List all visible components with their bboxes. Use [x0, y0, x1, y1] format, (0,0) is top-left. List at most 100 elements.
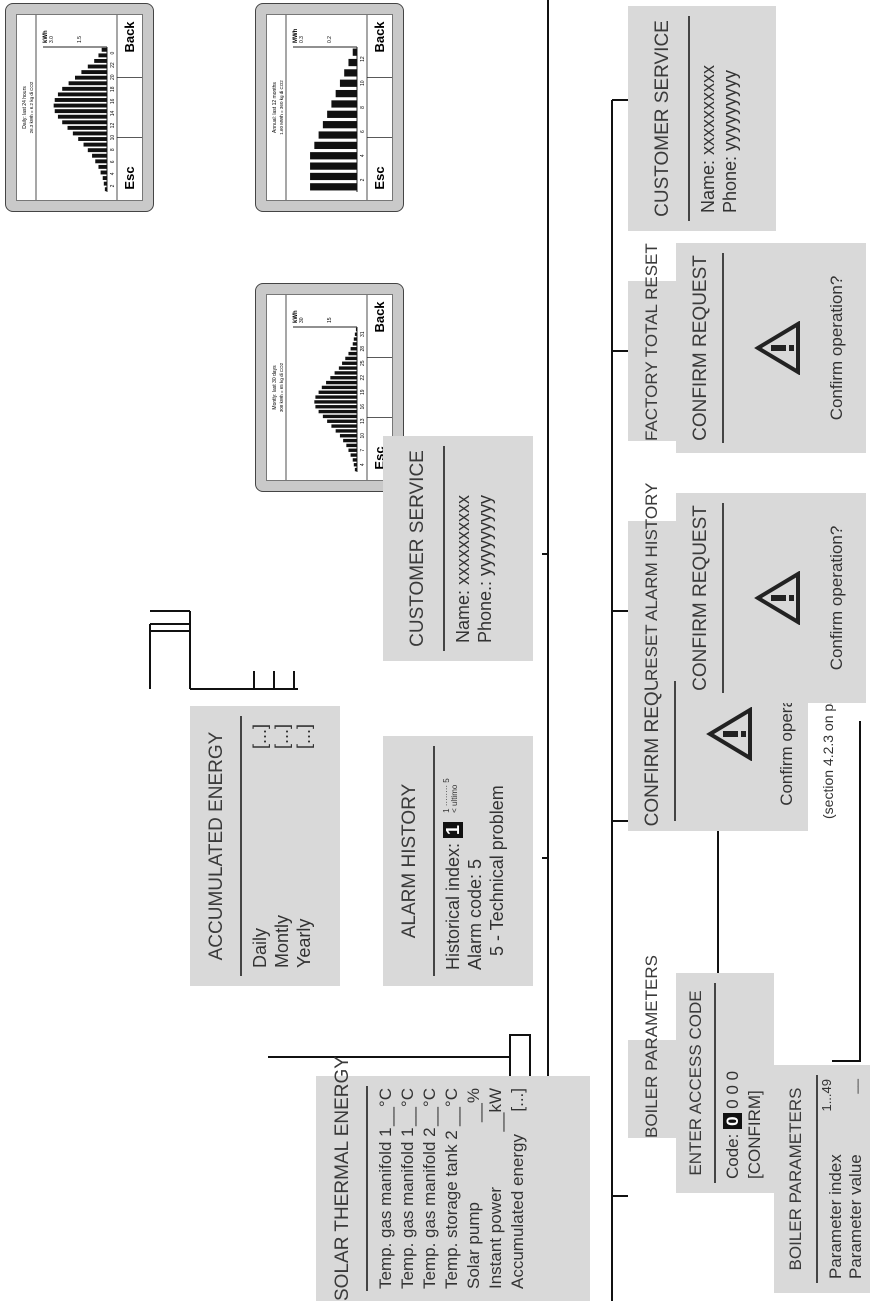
boiler-parameters-title: BOILER PARAMETERS — [786, 1087, 805, 1271]
parameter-value-field[interactable]: __ — [844, 1079, 859, 1094]
chart-bar — [315, 405, 357, 409]
solar-row-label: Temp. gas manifold 1 — [376, 1127, 395, 1289]
chart-bar — [314, 400, 357, 404]
chart-bar — [322, 121, 357, 129]
chart-bar — [78, 137, 107, 141]
chart-bar — [318, 409, 357, 414]
solar-row-label: Accumulated energy — [508, 1134, 527, 1289]
chart-bar — [62, 86, 107, 91]
reset-alarm-tab[interactable]: RESET ALARM HISTORY — [628, 483, 676, 681]
x-tick-label: 18 — [110, 86, 116, 92]
x-tick-label: 4 — [360, 463, 366, 466]
historical-index-value[interactable]: 1 — [443, 821, 463, 838]
parameter-value-label: Parameter value — [846, 1154, 865, 1279]
x-tick-label: 20 — [110, 74, 116, 80]
solar-row-value: __% — [464, 1088, 483, 1123]
chart-bar — [348, 58, 357, 67]
accumulated-row-value[interactable]: [...] — [272, 724, 292, 750]
factory-reset-text: Confirm operation? — [827, 275, 846, 421]
solar-row-label: Solar pump — [464, 1202, 483, 1289]
chart-bar — [344, 69, 357, 77]
x-tick-label: 12 — [360, 56, 366, 62]
back-button: Back — [372, 301, 387, 333]
chart-bar — [310, 172, 357, 181]
chart-bar — [81, 70, 108, 75]
chart-bar — [94, 58, 107, 63]
chart-bar — [314, 141, 357, 150]
chart-bar — [68, 81, 107, 86]
y-mid-tick: 0.2 — [327, 36, 333, 43]
factory-reset-tab[interactable]: FACTORY TOTAL RESET — [628, 243, 676, 441]
solar-row-value: __°C — [398, 1088, 417, 1126]
access-code-box: ENTER ACCESS CODE Code: 0 0 0 0 [CONFIRM… — [676, 973, 774, 1193]
chart-bar — [100, 170, 107, 175]
x-tick-label: 0 — [110, 51, 116, 54]
solar-row-label: Temp. gas manifold 2 — [420, 1127, 439, 1289]
alarm-code: Alarm code: 5 — [465, 858, 485, 970]
chart-bar — [83, 142, 107, 147]
customer-service-title-2: CUSTOMER SERVICE — [652, 20, 673, 217]
solar-thermal-box: SOLAR THERMAL ENERGY Temp. gas manifold … — [316, 1056, 590, 1301]
chart-subtitle: 26.3 kWh = 6.2 kg di CO2 — [29, 81, 34, 133]
chart-bar — [348, 351, 357, 356]
chart-bar — [62, 120, 107, 125]
x-tick-label: 25 — [360, 360, 366, 366]
chart-bar — [54, 98, 107, 102]
chart-subtitle: 1.60 MWh = 360 kg di CO2 — [279, 80, 284, 135]
x-tick-label: 22 — [360, 375, 366, 381]
chart-bar — [315, 395, 357, 399]
solar-row-label: Instant power — [486, 1186, 505, 1289]
chart-title: Annual: last 12 months — [272, 82, 278, 133]
access-code-title: ENTER ACCESS CODE — [686, 990, 705, 1176]
chart-bar — [102, 176, 107, 181]
code-digits[interactable]: 0 0 0 — [723, 1070, 742, 1109]
esc-button: Esc — [372, 166, 387, 189]
alarm-history-box: ALARM HISTORY Historical index: 1 1 ····… — [383, 736, 533, 986]
chart-bar — [95, 159, 108, 164]
factory-reset-confirm-box: CONFIRM REQUEST Confirm operation? — [676, 243, 866, 453]
chart-bar — [350, 453, 357, 457]
chart-bar — [348, 448, 357, 452]
chart-bar — [318, 131, 357, 139]
accumulated-energy-box: ACCUMULATED ENERGY Daily[...]Montly[...]… — [190, 706, 340, 986]
boiler-parameters-tab[interactable]: BOILER PARAMETERS — [628, 955, 676, 1138]
chart-bar — [310, 152, 357, 160]
accumulated-row-value[interactable]: [...] — [250, 724, 270, 750]
x-tick-label: 4 — [110, 172, 116, 175]
chart-bar — [104, 187, 108, 192]
chart-bar — [53, 103, 107, 108]
chart-subtitle: 308 kWh = 65 kg di CO2 — [279, 362, 284, 412]
chart-bar — [354, 332, 358, 336]
back-button: Back — [122, 21, 137, 53]
reset-alarm-confirm-box: CONFIRM REQUEST Confirm operation? — [676, 493, 866, 703]
customer-phone-1: Phone.: yyyyyyyyy — [475, 494, 495, 643]
chart-bar — [57, 114, 107, 119]
x-tick-label: 28 — [360, 346, 366, 352]
customer-name-2: Name: xxxxxxxxxx — [698, 64, 718, 213]
chart-bar — [101, 47, 107, 52]
alarm-title: ALARM HISTORY — [399, 783, 420, 939]
x-tick-label: 6 — [360, 130, 366, 133]
customer-service-title-1: CUSTOMER SERVICE — [407, 450, 428, 647]
accumulated-row-value[interactable]: [...] — [294, 724, 314, 750]
confirm-code-button[interactable]: [CONFIRM] — [745, 1090, 764, 1179]
solar-row-label: Temp. storage tank 2 — [442, 1130, 461, 1289]
solar-row-value[interactable]: [...] — [508, 1088, 527, 1112]
chart-bar — [327, 110, 358, 118]
chart-bar — [335, 429, 357, 433]
y-unit-label: MWh — [293, 28, 299, 43]
x-tick-label: 8 — [360, 106, 366, 109]
solar-row-label: Temp. gas manifold 1 — [398, 1127, 417, 1289]
code-digit-active[interactable]: 0 — [723, 1113, 742, 1129]
solar-row-value: __°C — [442, 1088, 461, 1126]
x-tick-label: 10 — [360, 80, 366, 86]
chart-bar — [355, 327, 358, 332]
chart-bar — [342, 361, 357, 365]
back-button: Back — [372, 21, 387, 53]
chart-bar — [326, 380, 357, 385]
customer-name-1: Name: xxxxxxxxxx — [453, 494, 473, 643]
